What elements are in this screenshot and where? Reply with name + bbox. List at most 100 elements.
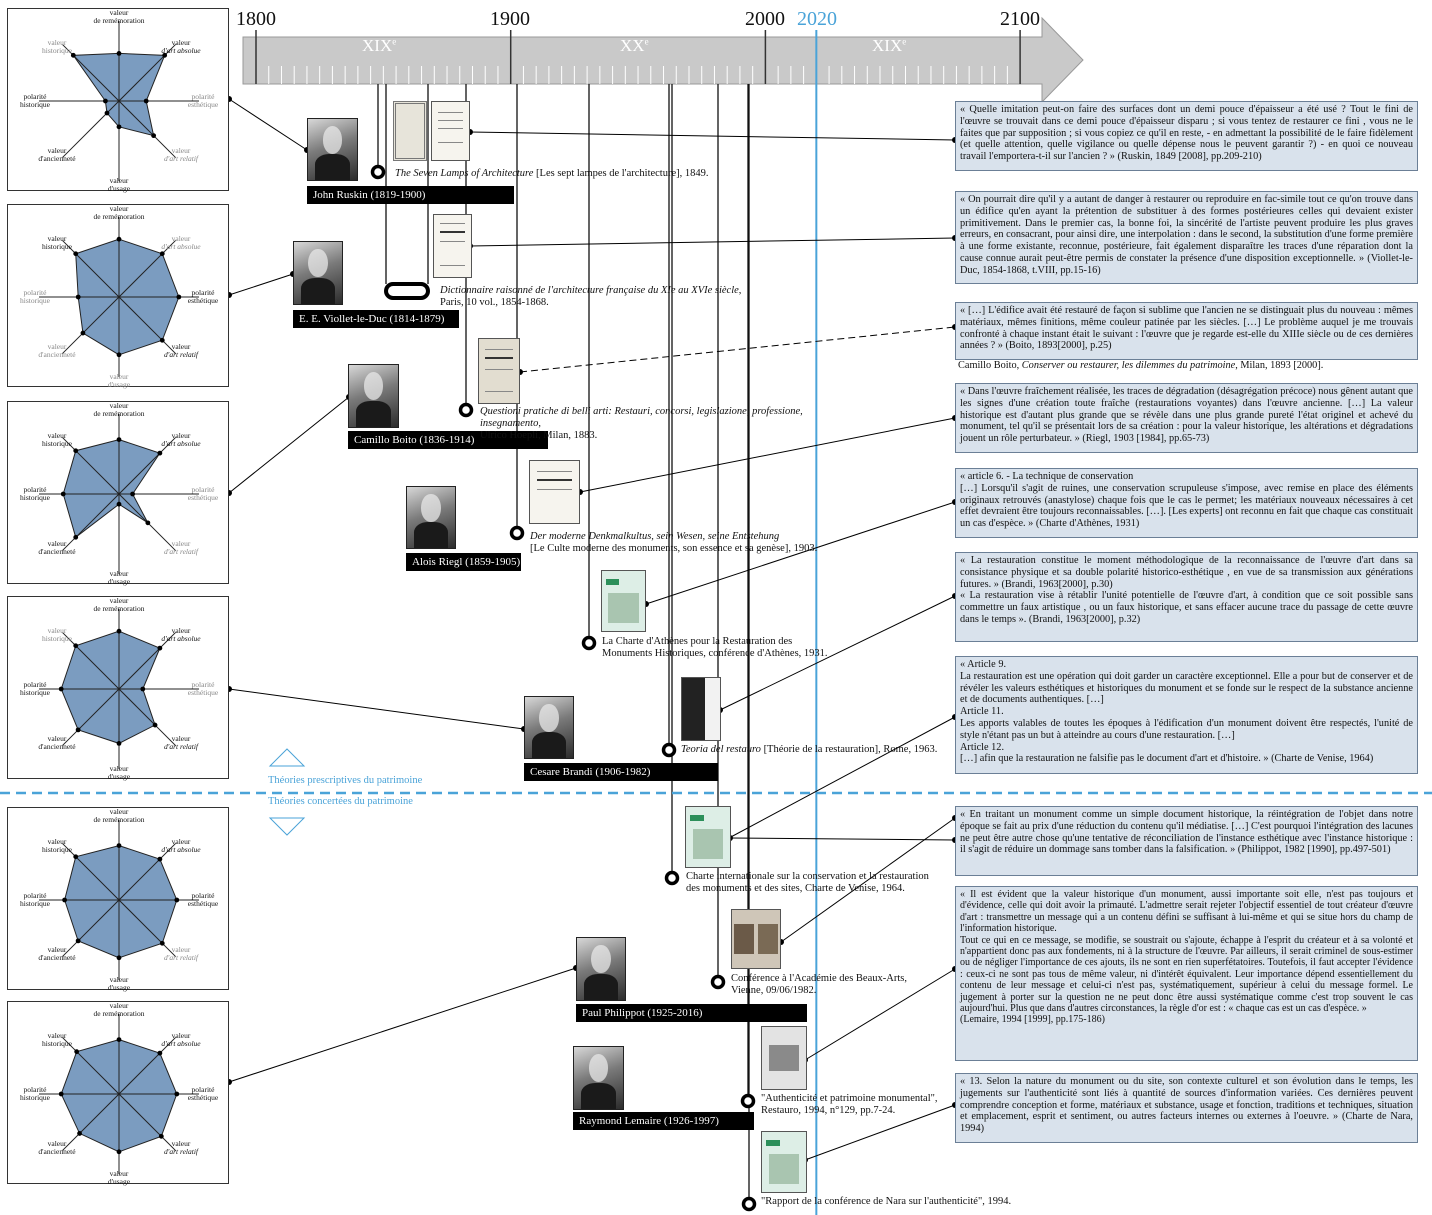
radar-point [116, 1149, 122, 1155]
radar-point [130, 491, 135, 497]
radar-axis-label: valeur d'ancienneté [38, 146, 76, 163]
radar-axis-label: valeur d'art relatif [163, 146, 199, 163]
radar-axis-label: valeur d'art relatif [163, 945, 199, 962]
radar-axis-label: valeur d'usage [107, 975, 131, 992]
book-cover-denkmalkultus [529, 460, 580, 524]
radar-point [159, 337, 165, 343]
radar-axis-label: polarité historique [20, 485, 50, 502]
radar-point [174, 1091, 180, 1097]
radar-axis-label: valeur historique [42, 431, 72, 448]
radar-axis [118, 100, 176, 158]
radar-axis-label: valeur d'art absolue [161, 234, 201, 251]
radar-point [103, 98, 108, 104]
radar-axis-label: polarité esthétique [187, 680, 219, 697]
connector-line [804, 968, 956, 1061]
quote-boito-source: Camillo Boito, Conserver ou restaurer, l… [958, 360, 1324, 371]
radar-point [159, 251, 165, 257]
work-marker [661, 742, 677, 758]
book-cover-nara [761, 1131, 807, 1193]
radar-point [162, 52, 168, 58]
radar-axis [118, 688, 176, 746]
book-cover-seven-lamps-title [431, 101, 470, 161]
radar-point [73, 448, 79, 454]
century-label-21: XIXe [872, 36, 907, 55]
radar-point [143, 98, 149, 104]
work-marker [581, 635, 597, 651]
work-caption-seven-lamps: The Seven Lamps of Architecture [Les sep… [395, 168, 709, 179]
radar-point [104, 110, 110, 116]
radar-axis-label: valeur de remémoration [93, 8, 145, 25]
radar-axis [118, 296, 176, 354]
connector-line [728, 716, 956, 839]
radar-axis [118, 843, 176, 901]
radar-axis-label: valeur d'art absolue [161, 38, 201, 55]
radar-axis [62, 240, 120, 298]
radar-axis-label: polarité esthétique [187, 485, 219, 502]
work-caption-nara: "Rapport de la conférence de Nara sur l'… [761, 1196, 1012, 1207]
work-caption-teoria-restauro: Teoria del restauro [Théorie de la resta… [681, 744, 938, 755]
radar-chart-plot [39, 1014, 199, 1174]
portrait-ruskin [307, 118, 358, 181]
portrait-riegl [406, 486, 456, 549]
radar-chart: valeur de remémoration valeur d'art absol… [7, 8, 229, 193]
book-cover-dictionnaire [433, 214, 472, 278]
radar-axis-label: valeur d'usage [107, 1169, 131, 1186]
radar-axis [62, 1093, 120, 1151]
year-label-2000: 2000 [745, 8, 785, 30]
radar-axis-label: valeur de remémoration [93, 807, 145, 824]
radar-point [176, 294, 182, 300]
radar-axis-label: polarité historique [20, 680, 50, 697]
work-caption-charte-venise: Charte internationale sur la conservatio… [686, 871, 929, 894]
person-name-riegl: Alois Riegl (1859-1905) [406, 553, 521, 571]
quote-brandi: « La restauration constitue le moment mé… [955, 552, 1418, 642]
radar-point [73, 854, 79, 860]
radar-point [73, 643, 79, 649]
radar-area [62, 439, 161, 539]
work-marker [664, 870, 680, 886]
work-caption-questioni: Questioni pratiche di belli arti: Restau… [480, 406, 803, 441]
person-name-ruskin: John Ruskin (1819-1900) [307, 186, 514, 204]
portrait-boito [348, 364, 399, 428]
radar-point [145, 520, 151, 526]
radar-axis-label: valeur d'ancienneté [38, 734, 76, 751]
radar-axis-label: valeur d'ancienneté [38, 342, 76, 359]
work-marker [509, 525, 525, 541]
book-cover-charte-athenes [601, 570, 646, 632]
quote-lemaire: « Il est évident que la valeur historiqu… [955, 886, 1418, 1061]
radar-axis-label: valeur d'ancienneté [38, 945, 76, 962]
quote-charte-nara: « 13. Selon la nature du monument ou du … [955, 1073, 1418, 1143]
radar-point [116, 741, 122, 746]
work-marker [384, 282, 430, 300]
radar-point [116, 124, 122, 130]
radar-axis [118, 899, 176, 957]
radar-point [159, 940, 165, 946]
connector-line [804, 1104, 956, 1161]
radar-point [80, 330, 86, 336]
radar-axis-label: polarité historique [20, 92, 50, 109]
radar-axis [62, 437, 120, 495]
radar-axis-label: valeur de remémoration [93, 1001, 145, 1018]
connector-line [228, 396, 350, 494]
radar-axis-label: valeur historique [42, 234, 72, 251]
radar-axis-label: valeur d'usage [107, 764, 131, 781]
radar-axis-label: valeur d'usage [107, 176, 131, 193]
radar-point [77, 1131, 82, 1136]
radar-point [157, 645, 163, 651]
radar-axis-label: valeur historique [42, 626, 72, 643]
book-cover-charte-venise [685, 806, 731, 868]
quote-ruskin: « Quelle imitation peut-on faire des sur… [955, 101, 1418, 171]
radar-chart-plot [39, 414, 199, 574]
radar-axis-label: valeur d'art relatif [163, 734, 199, 751]
radar-axis [118, 1037, 176, 1095]
radar-axis-label: valeur d'art relatif [163, 1139, 199, 1156]
connector-line [228, 688, 525, 730]
radar-axis-label: polarité historique [20, 891, 50, 908]
work-caption-charte-athenes: La Charte d'Athènes pour la Restauration… [602, 636, 828, 659]
radar-point [116, 628, 122, 634]
year-label-1900: 1900 [490, 8, 530, 30]
person-name-boito: Camillo Boito (1836-1914) [348, 431, 548, 449]
work-marker [741, 1196, 757, 1212]
portrait-lemaire [573, 1046, 624, 1110]
